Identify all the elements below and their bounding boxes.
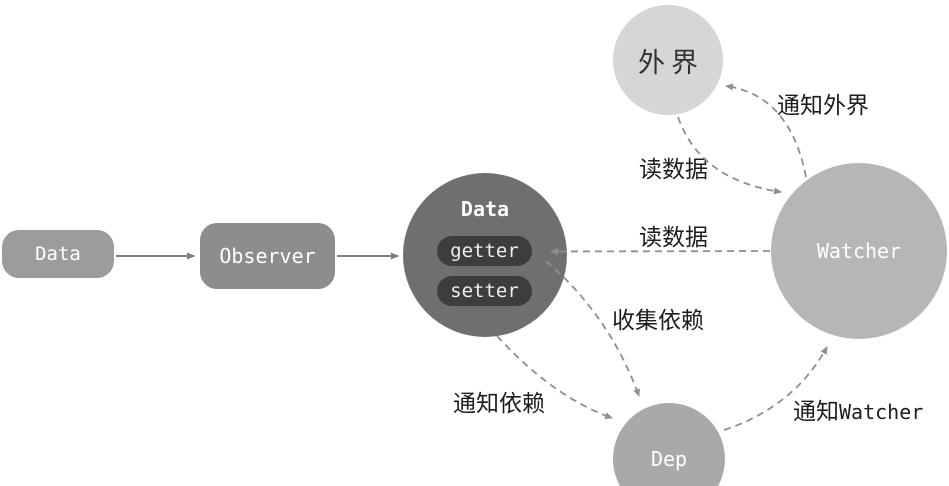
node-observer: Observer bbox=[200, 223, 335, 289]
outside-world-label: 外界 bbox=[638, 47, 704, 78]
edge-label-notify-outside: 通知外界 bbox=[777, 93, 869, 118]
node-data-circle: Data getter setter bbox=[403, 173, 567, 337]
node-outside-world: 外界 bbox=[613, 5, 723, 115]
node-observer-label: Observer bbox=[219, 244, 316, 268]
edge-label-notify-watcher-zh: 通知 bbox=[793, 399, 839, 424]
node-setter: setter bbox=[437, 276, 532, 306]
edge-label-notify-watcher: 通知Watcher bbox=[793, 392, 923, 426]
getter-label: getter bbox=[450, 240, 519, 262]
node-data-source: Data bbox=[2, 230, 114, 278]
setter-label: setter bbox=[450, 280, 519, 302]
edge-label-collect-dependencies: 收集依赖 bbox=[612, 308, 704, 333]
node-data-source-label: Data bbox=[35, 243, 81, 265]
dep-label: Dep bbox=[650, 447, 688, 471]
data-circle-title: Data bbox=[460, 197, 510, 221]
edge-label-notify-watcher-en: Watcher bbox=[839, 400, 924, 424]
edge-label-read-data-watcher: 读数据 bbox=[639, 225, 708, 250]
node-getter: getter bbox=[437, 236, 532, 266]
edge-label-read-data-outside: 读数据 bbox=[639, 157, 708, 182]
node-dep: Dep bbox=[613, 403, 725, 486]
edge-label-notify-dependencies: 通知依赖 bbox=[453, 391, 545, 416]
node-watcher: Watcher bbox=[771, 163, 947, 339]
watcher-label: Watcher bbox=[816, 239, 902, 263]
